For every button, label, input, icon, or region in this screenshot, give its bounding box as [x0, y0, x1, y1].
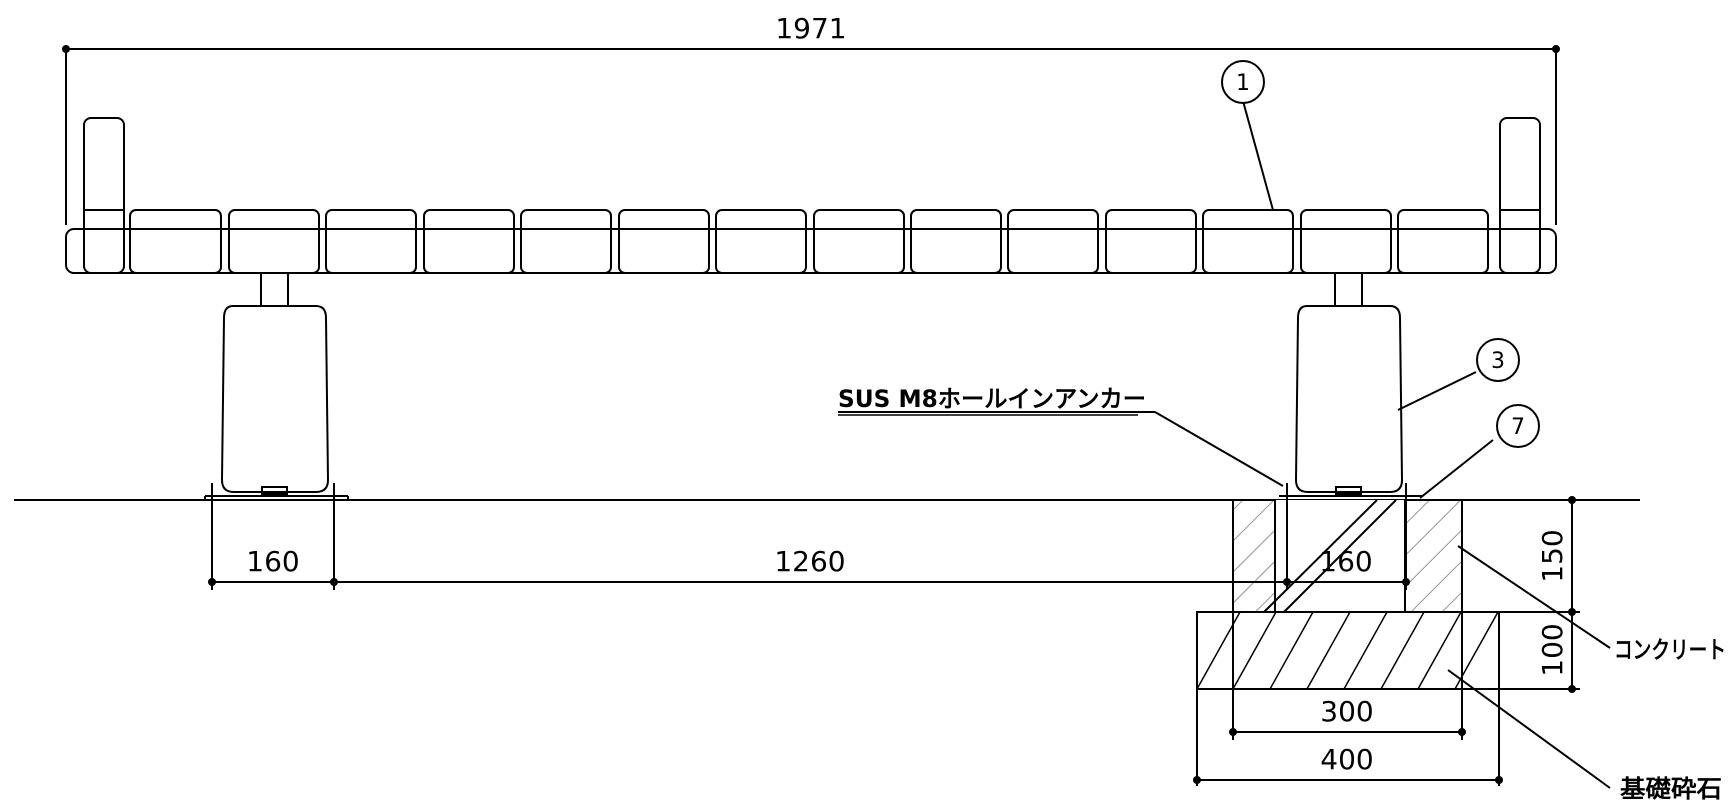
balloon-plate-circle	[1496, 404, 1540, 448]
left-leg	[204, 272, 349, 501]
depth-dimensions	[1462, 496, 1580, 693]
bottom-dimensions	[208, 483, 1410, 590]
gravel-base	[1196, 611, 1500, 690]
balloon-plate-number: 7	[1511, 415, 1525, 440]
label-anchor: SUS M8ホールインアンカー	[838, 385, 1146, 413]
dim-concrete-width: 300	[1320, 695, 1373, 728]
balloon-seat-number: 1	[1236, 71, 1250, 96]
overall-dimension	[62, 45, 1560, 225]
dim-gravel-depth: 100	[1536, 623, 1569, 676]
dim-leg-spacing: 1260	[774, 545, 845, 578]
label-concrete: コンクリート	[1614, 636, 1726, 664]
balloon-seat-circle	[1221, 60, 1265, 104]
dim-footing-right: 160	[1319, 545, 1372, 578]
dim-gravel-width: 400	[1320, 743, 1373, 776]
balloon-leg-number: 3	[1491, 349, 1505, 374]
bench-seat	[65, 117, 1557, 274]
dim-overall-width: 1971	[775, 12, 846, 45]
right-leg	[1279, 272, 1422, 501]
balloon-leg-circle	[1476, 338, 1520, 382]
footing-width-dimensions	[1193, 689, 1503, 786]
dim-concrete-depth: 150	[1536, 529, 1569, 582]
dim-footing-left: 160	[246, 545, 299, 578]
label-gravel: 基礎砕石	[1620, 775, 1722, 803]
leader-lines	[838, 100, 1611, 789]
